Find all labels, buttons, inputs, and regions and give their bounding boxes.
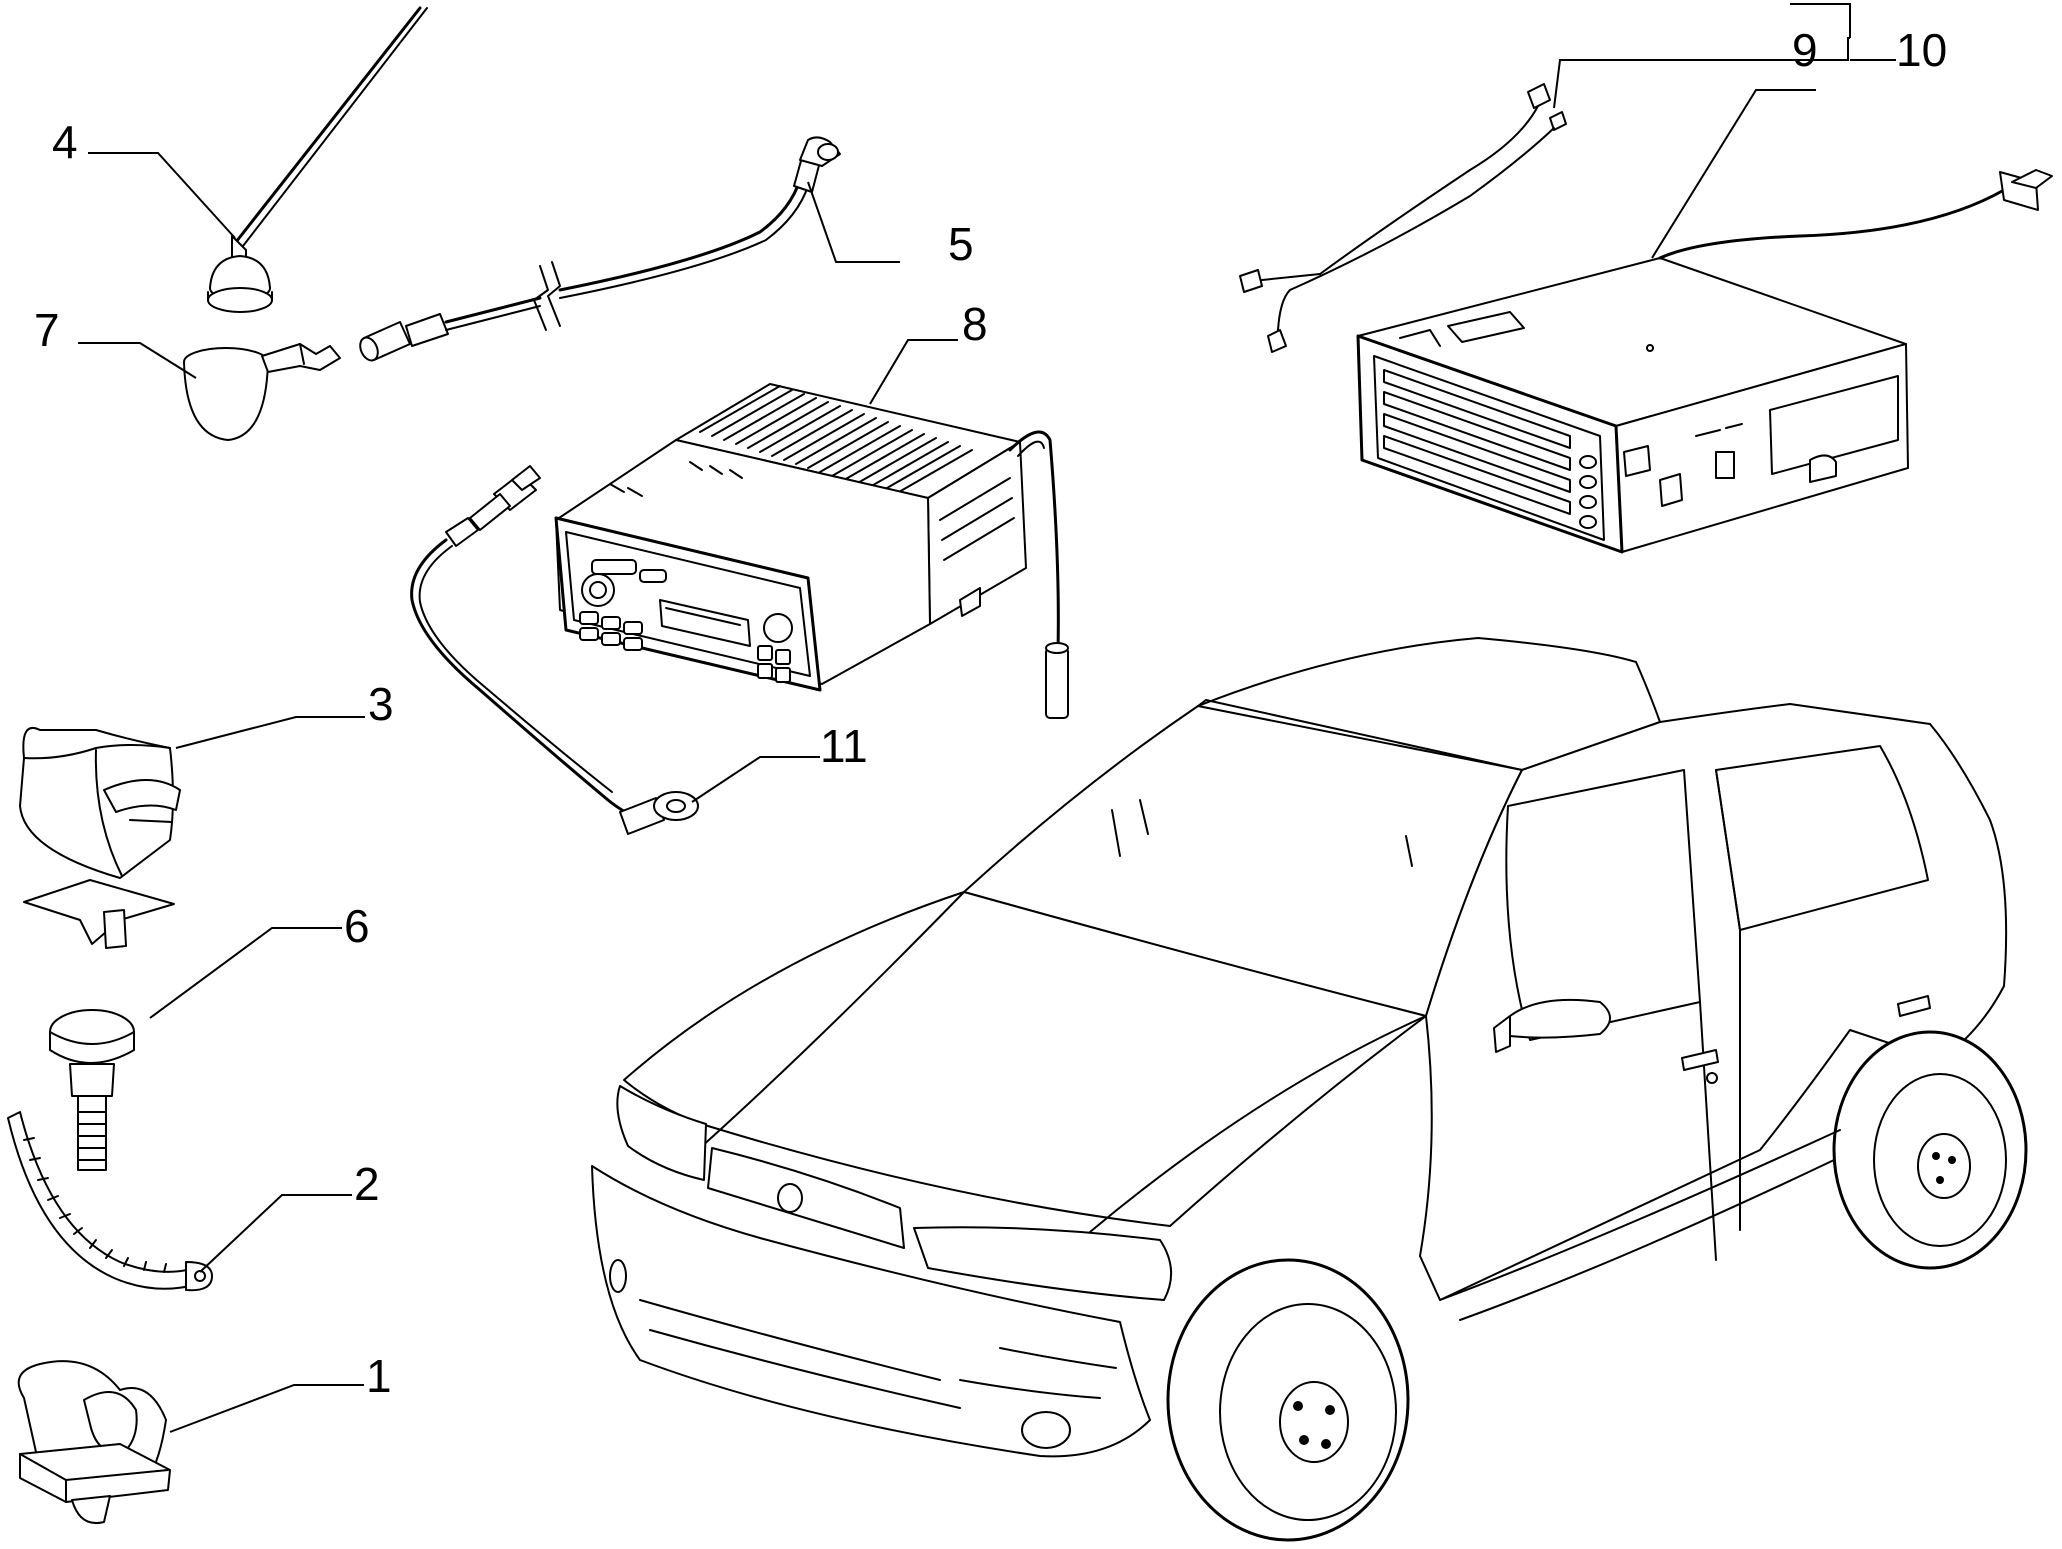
callout-8: 8 (962, 298, 988, 350)
part-9-wiring-harness (1239, 83, 2053, 353)
part-8-radio-unit (554, 383, 1069, 719)
callout-2: 2 (354, 1158, 380, 1210)
part-10-changer-unit (1356, 257, 1909, 554)
leader-lines (78, 3, 1896, 1433)
callout-4: 4 (52, 116, 78, 168)
part-2-cable-tie (7, 1111, 213, 1292)
callout-6: 6 (344, 900, 370, 952)
part-1-hose-clip (17, 1360, 171, 1524)
callout-10: 10 (1896, 24, 1947, 76)
callout-7: 7 (34, 304, 60, 356)
part-7-antenna-seat (183, 343, 341, 441)
callout-5: 5 (948, 218, 974, 270)
callout-3: 3 (368, 678, 394, 730)
part-3-cable-clip (19, 727, 181, 949)
part-5-antenna-cable (359, 136, 841, 362)
callout-1: 1 (366, 1350, 392, 1402)
part-11-ground-lead (410, 465, 699, 835)
callout-9: 9 (1792, 24, 1818, 76)
part-4-antenna-mast (207, 6, 428, 313)
callout-11: 11 (820, 720, 868, 772)
part-6-push-rivet (49, 1009, 135, 1171)
callout-labels: 4 5 7 8 9 10 3 11 6 2 1 (34, 24, 1947, 1402)
car-illustration (591, 637, 2028, 1542)
